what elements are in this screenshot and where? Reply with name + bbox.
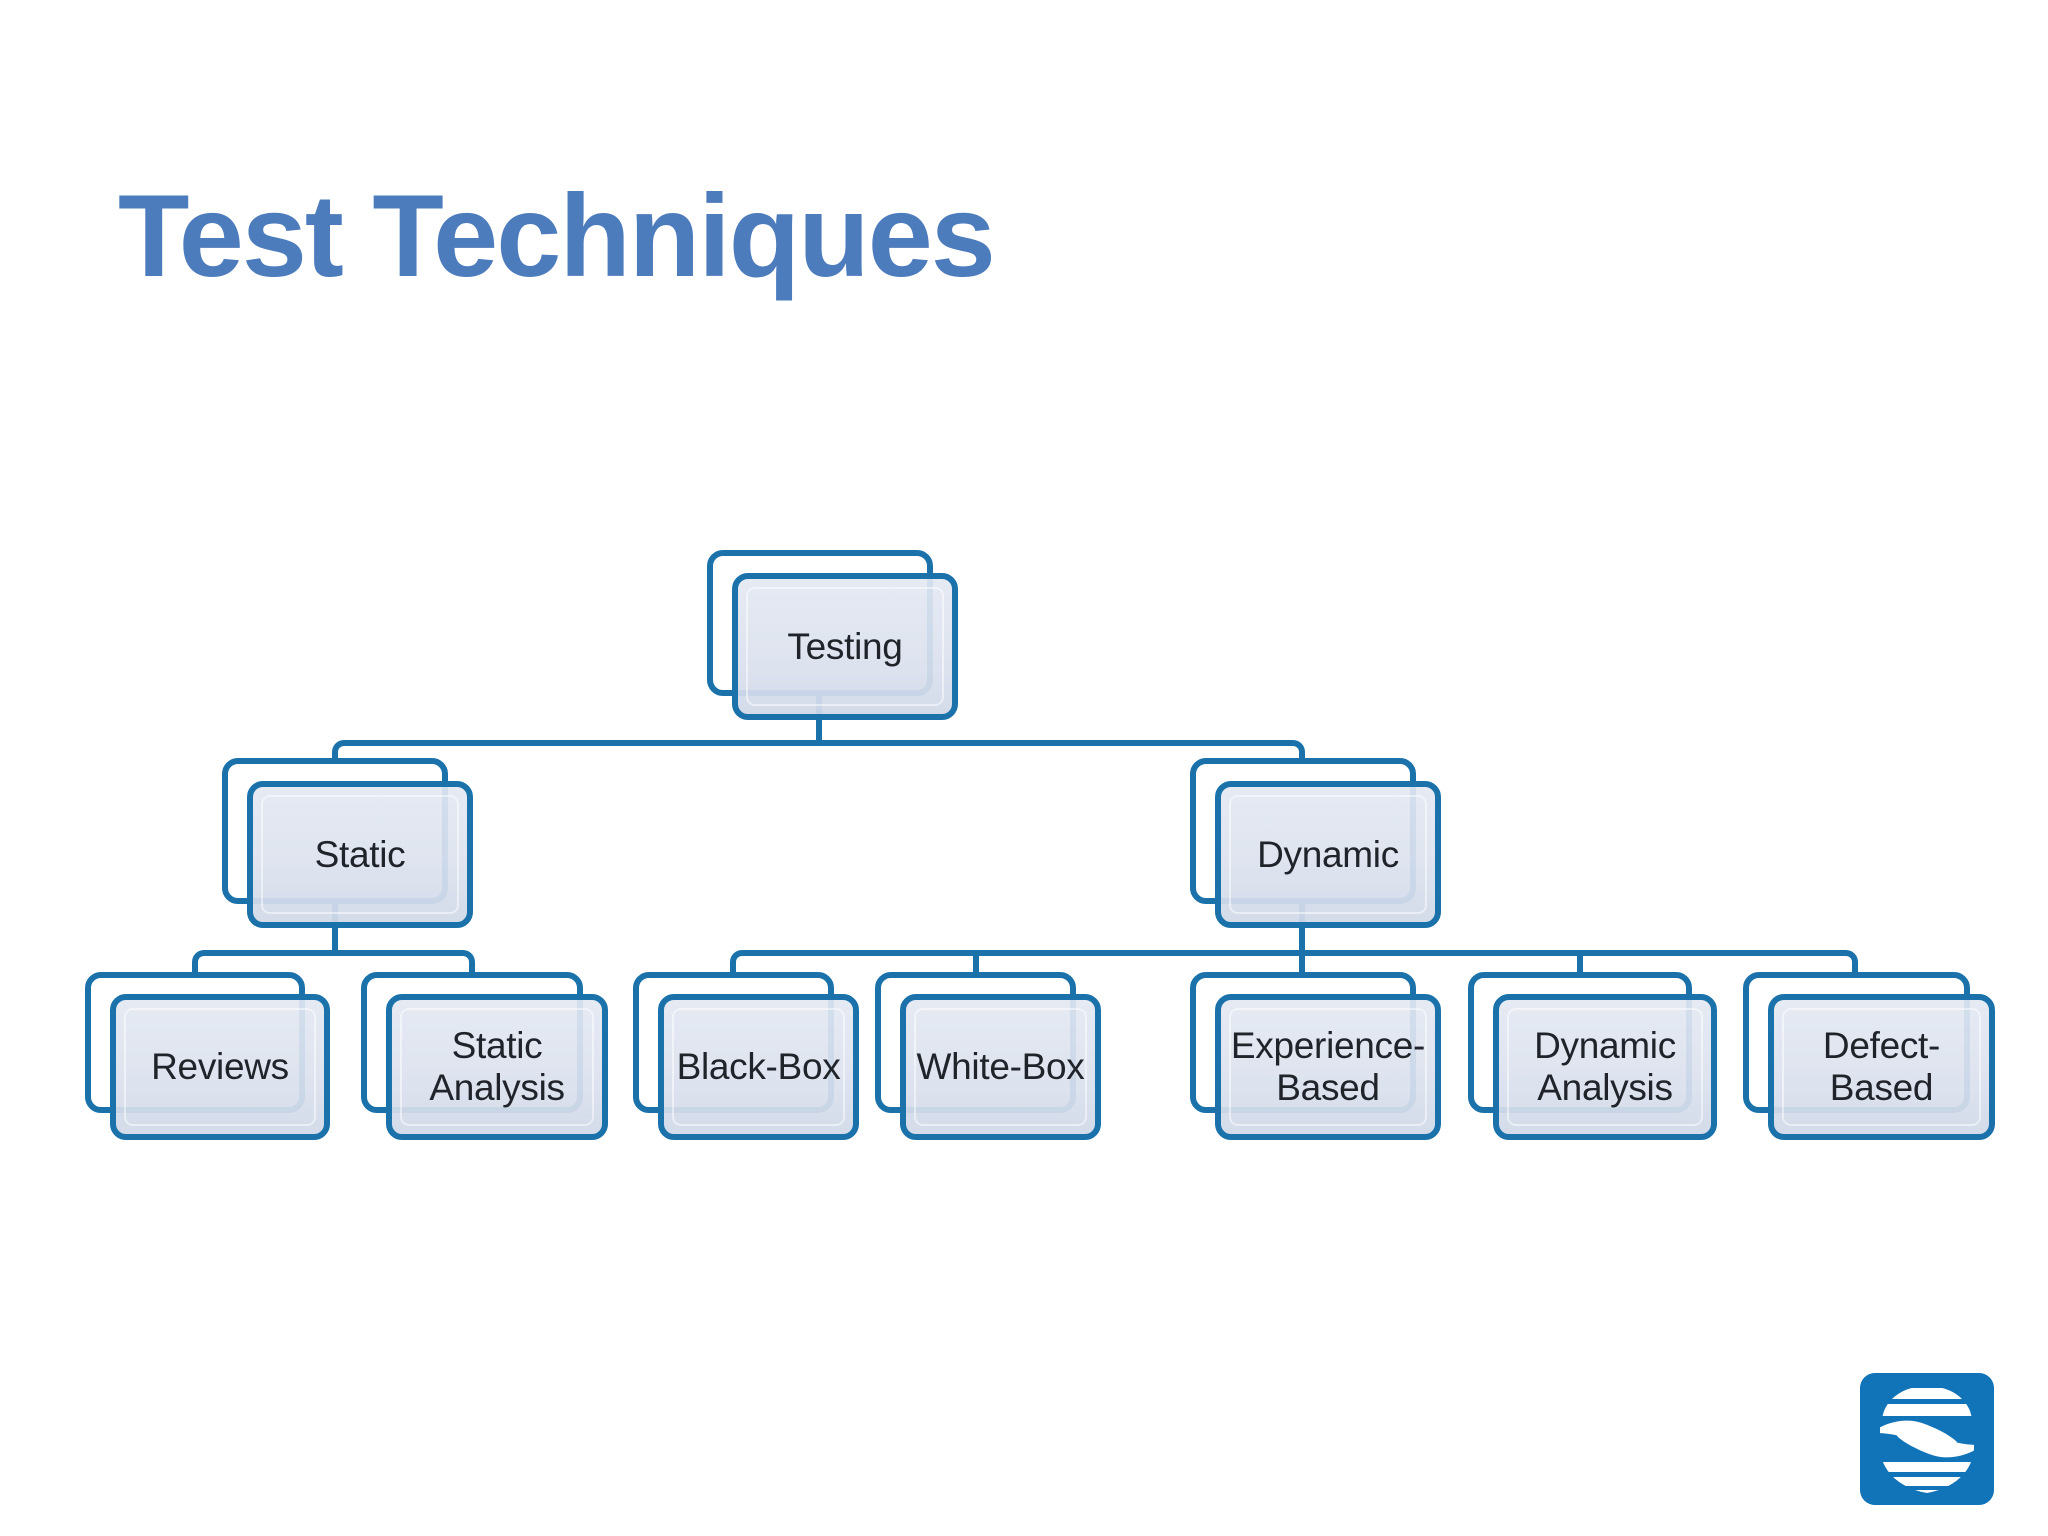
connector-static-drop: [332, 900, 338, 956]
logo-s-swoosh-lower: [1896, 1426, 1974, 1458]
node-black-box-label: Black-Box: [676, 1046, 841, 1088]
node-static: Static: [247, 781, 473, 928]
connector-whitebox-drop: [973, 950, 979, 974]
node-testing-label: Testing: [787, 625, 903, 667]
node-reviews: Reviews: [110, 994, 330, 1140]
node-static-analysis: Static Analysis: [386, 994, 608, 1140]
connector-dynanalysis-drop: [1577, 950, 1583, 974]
node-white-box-label: White-Box: [916, 1046, 1085, 1088]
node-dynamic-label: Dynamic: [1257, 833, 1399, 875]
connector-level1-rail: [332, 740, 1305, 764]
node-reviews-label: Reviews: [151, 1046, 289, 1088]
node-static-analysis-label: Static Analysis: [429, 1025, 565, 1108]
node-dynamic-analysis-label: Dynamic Analysis: [1534, 1025, 1676, 1108]
company-logo: [1860, 1373, 1994, 1505]
slide-title: Test Techniques: [118, 170, 996, 301]
node-defect-based: Defect- Based: [1768, 994, 1995, 1140]
node-dynamic-analysis: Dynamic Analysis: [1493, 994, 1717, 1140]
node-static-label: Static: [314, 833, 406, 875]
node-experience-based: Experience- Based: [1215, 994, 1441, 1140]
node-dynamic: Dynamic: [1215, 781, 1441, 928]
connector-dynamic-drop: [1299, 900, 1305, 956]
connector-dynamic-rail: [730, 950, 1858, 975]
node-black-box: Black-Box: [658, 994, 859, 1140]
node-experience-based-label: Experience- Based: [1230, 1025, 1426, 1108]
connector-experience-drop: [1299, 950, 1305, 974]
connector-testing-drop: [816, 694, 822, 746]
logo-globe-stripes: [1880, 1388, 1974, 1493]
node-testing: Testing: [732, 573, 958, 720]
connector-static-rail: [192, 950, 475, 975]
node-white-box: White-Box: [900, 994, 1101, 1140]
node-defect-based-label: Defect- Based: [1822, 1025, 1941, 1108]
